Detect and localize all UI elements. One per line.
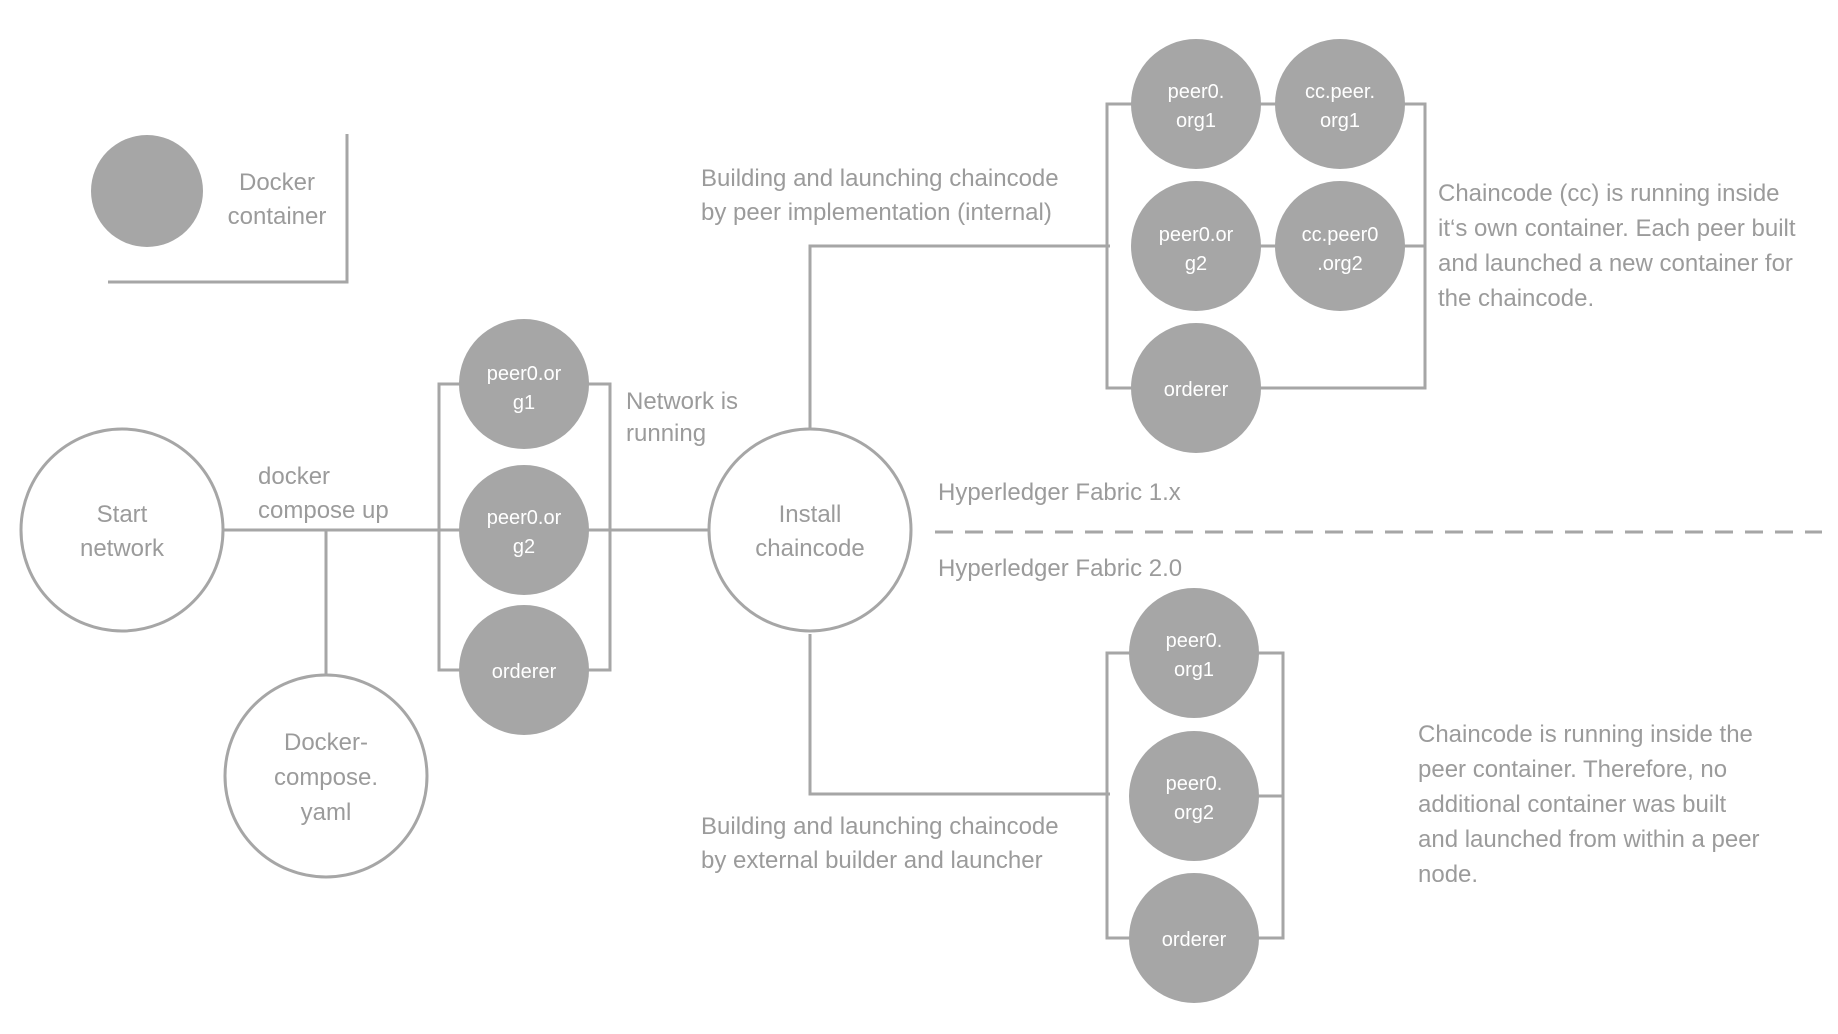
fabric1-note-line3: and launched a new container for	[1438, 250, 1793, 277]
network-peer0-org1-line1: peer0.or	[487, 363, 562, 385]
fabric1-version-label: Hyperledger Fabric 1.x	[938, 479, 1181, 506]
fabric1-peer0-org1-line2: org1	[1176, 110, 1216, 132]
compose-command-line1: docker	[258, 463, 330, 490]
fabric2-peer0-org2-circle	[1129, 731, 1259, 861]
fabric1-orderer-circle	[1131, 323, 1261, 453]
network-orderer-circle	[459, 605, 589, 735]
compose-command-line2: compose up	[258, 497, 389, 524]
legend-container-icon	[91, 135, 203, 247]
fabric1-peer0-org1-line1: peer0.	[1168, 81, 1225, 103]
fabric1-cc-peer-org1-line1: cc.peer.	[1305, 81, 1375, 103]
network-peer0-org1-circle	[459, 319, 589, 449]
compose-file-line3: yaml	[301, 799, 352, 826]
network-orderer-label: orderer	[492, 661, 557, 683]
fabric2-peer0-org1-line2: org1	[1174, 659, 1214, 681]
fabric2-route-line	[808, 634, 1110, 796]
fabric1-note-line4: the chaincode.	[1438, 285, 1594, 312]
fabric1-cc-peer-org1-line2: org1	[1320, 110, 1360, 132]
fabric1-method-line1: Building and launching chaincode	[701, 165, 1059, 192]
fabric2-note-line4: and launched from within a peer	[1418, 826, 1760, 853]
fabric2-orderer-circle	[1129, 873, 1259, 1003]
fabric1-cc-peer0-org2-line1: cc.peer0	[1302, 224, 1379, 246]
install-chaincode-node: Install chaincode	[707, 427, 913, 633]
fabric1-note-line2: it‘s own container. Each peer built	[1438, 215, 1796, 242]
fabric2-method-line1: Building and launching chaincode	[701, 813, 1059, 840]
network-peer0-org1-line2: g1	[513, 392, 535, 414]
fabric1-peer0-org1-circle	[1131, 39, 1261, 169]
install-chaincode-circle	[707, 427, 913, 633]
connectors	[223, 102, 1822, 940]
fabric1-note-line1: Chaincode (cc) is running inside	[1438, 180, 1780, 207]
fabric2-peer0-org1-line1: peer0.	[1166, 630, 1223, 652]
start-network-circle	[19, 427, 225, 633]
fabric1-orderer-label: orderer	[1164, 379, 1229, 401]
network-peer0-org2-circle	[459, 465, 589, 595]
compose-file-node: Docker- compose. yaml	[223, 673, 429, 879]
network-bracket-right	[574, 382, 612, 672]
fabric2-method-line2: by external builder and launcher	[701, 847, 1043, 874]
install-chaincode-line2: chaincode	[755, 535, 864, 562]
network-peer0-org2-line2: g2	[513, 536, 535, 558]
start-network-line2: network	[80, 535, 165, 562]
fabric2-note-line3: additional container was built	[1418, 791, 1727, 818]
fabric2-peer0-org2-line2: org2	[1174, 802, 1214, 824]
legend-label-line2: container	[228, 203, 327, 230]
fabric1-route-line	[808, 244, 1110, 429]
fabric1-peer0-org2-line2: g2	[1185, 253, 1207, 275]
fabric2-bracket-left	[1105, 651, 1145, 940]
fabric1-cc-peer-org1-circle	[1275, 39, 1405, 169]
fabric1-peer0-org2-circle	[1131, 181, 1261, 311]
install-chaincode-line1: Install	[779, 501, 842, 528]
network-peer0-org2-line1: peer0.or	[487, 507, 562, 529]
fabric1-peer0-org2-line1: peer0.or	[1159, 224, 1234, 246]
network-containers: peer0.or g1 peer0.or g2 orderer	[459, 319, 589, 735]
fabric1-method-line2: by peer implementation (internal)	[701, 199, 1052, 226]
fabric2-note-line1: Chaincode is running inside the	[1418, 721, 1753, 748]
fabric2-note-line5: node.	[1418, 861, 1478, 888]
start-network-node: Start network	[19, 427, 225, 633]
fabric1-cc-peer0-org2-line2: .org2	[1317, 253, 1363, 275]
fabric1-containers: peer0. org1 cc.peer. org1 peer0.or g2 cc…	[1131, 39, 1405, 453]
compose-file-line2: compose.	[274, 764, 378, 791]
fabric2-peer0-org1-circle	[1129, 588, 1259, 718]
legend-label-line1: Docker	[239, 169, 315, 196]
fabric1-cc-peer0-org2-circle	[1275, 181, 1405, 311]
compose-file-line1: Docker-	[284, 729, 368, 756]
fabric2-containers: peer0. org1 peer0. org2 orderer	[1129, 588, 1259, 1003]
fabric2-orderer-label: orderer	[1162, 929, 1227, 951]
fabric1-bracket-left	[1105, 102, 1145, 390]
fabric2-note-line2: peer container. Therefore, no	[1418, 756, 1727, 783]
compose-file-circle	[223, 673, 429, 879]
fabric2-version-label: Hyperledger Fabric 2.0	[938, 555, 1182, 582]
start-network-line1: Start	[97, 501, 148, 528]
legend-frame	[108, 134, 349, 284]
fabric2-peer0-org2-line1: peer0.	[1166, 773, 1223, 795]
network-bracket-left	[437, 382, 473, 672]
network-status-line2: running	[626, 420, 706, 447]
legend: Docker container	[91, 134, 349, 284]
network-status-line1: Network is	[626, 388, 738, 415]
